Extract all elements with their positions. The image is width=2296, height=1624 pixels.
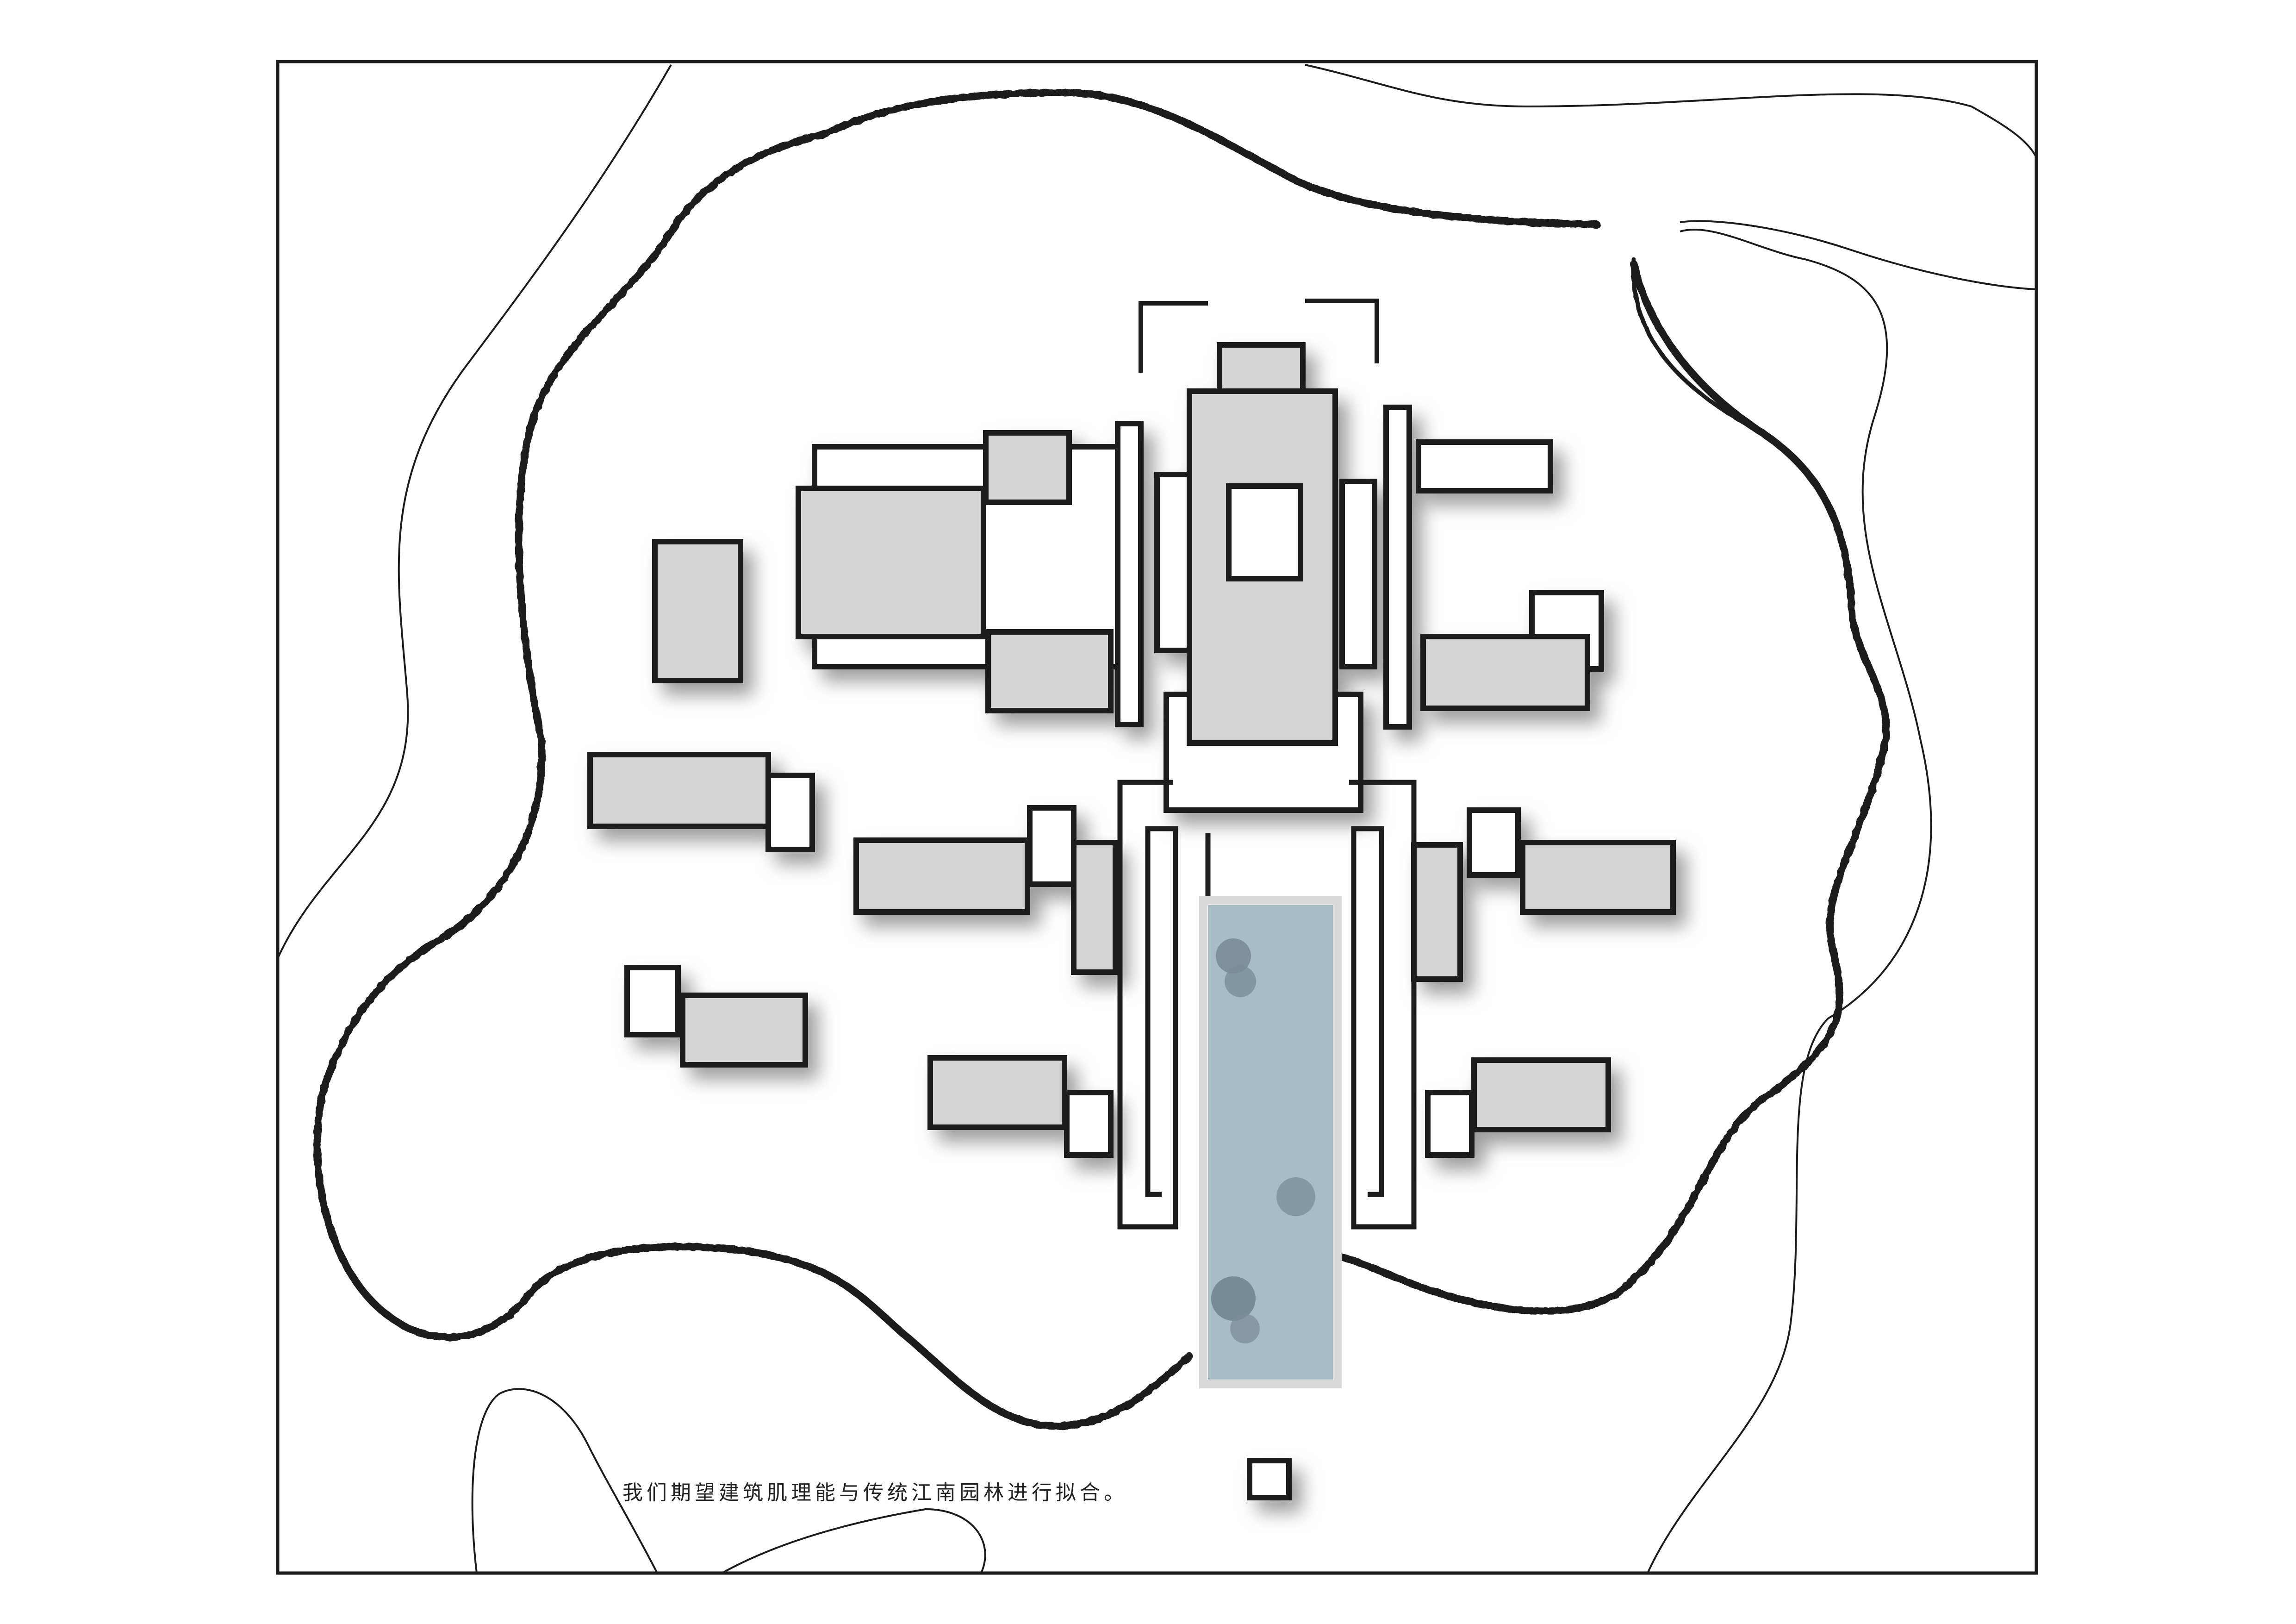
north-brackets [1139, 299, 1379, 373]
water-rock-1 [1216, 938, 1251, 974]
contour-bottom-left [471, 1388, 658, 1574]
building-nw-main [796, 486, 986, 639]
site-boundary [313, 88, 1890, 1430]
building-sw [927, 1055, 1067, 1130]
building-pillar-w [1115, 421, 1144, 727]
building-sw-annex [1064, 1090, 1114, 1158]
building-ne-top [1416, 439, 1553, 493]
water-pond [1199, 896, 1342, 1388]
contour-top-right [1305, 64, 2037, 158]
water-rock-3 [1276, 1177, 1315, 1216]
building-w-strip [1071, 840, 1118, 975]
main-hall-courtyard [1226, 483, 1303, 581]
building-w-mid-annex [1027, 805, 1076, 887]
building-gatehouse-south [1247, 1458, 1292, 1500]
building-wing-w [1154, 472, 1192, 653]
contour-bottom-center [722, 1508, 986, 1574]
water-rock-4 [1211, 1276, 1256, 1321]
building-e-strip [1411, 842, 1463, 982]
building-e-mid [1520, 840, 1676, 915]
building-ne-bottom [1420, 634, 1590, 711]
contour-outer-left [277, 64, 672, 959]
contour-lines [277, 64, 2037, 1574]
building-w2-annex [765, 773, 815, 852]
building-se-annex [1425, 1090, 1475, 1158]
building-w3 [680, 993, 808, 1068]
water-rock-5 [1230, 1314, 1260, 1343]
building-e-annex [1467, 807, 1521, 878]
building-nw-top [983, 430, 1072, 505]
building-pillar-e [1383, 405, 1412, 730]
contour-right-top-edge [1680, 220, 2037, 290]
drawing-frame [276, 60, 2038, 1575]
building-masses [587, 342, 1676, 1500]
building-w2 [587, 752, 771, 829]
building-wing-e [1339, 479, 1377, 669]
contour-right [1647, 229, 1932, 1574]
building-nw-bottom [985, 629, 1114, 713]
building-w3-annex [624, 965, 681, 1037]
building-gate-north [1217, 342, 1306, 394]
building-w1 [652, 539, 743, 683]
water-rock-2 [1225, 966, 1256, 997]
building-w-mid [853, 837, 1030, 915]
caption-text: 我们期望建筑肌理能与传统江南园林进行拟合。 [622, 1481, 1128, 1505]
building-se [1471, 1057, 1611, 1132]
